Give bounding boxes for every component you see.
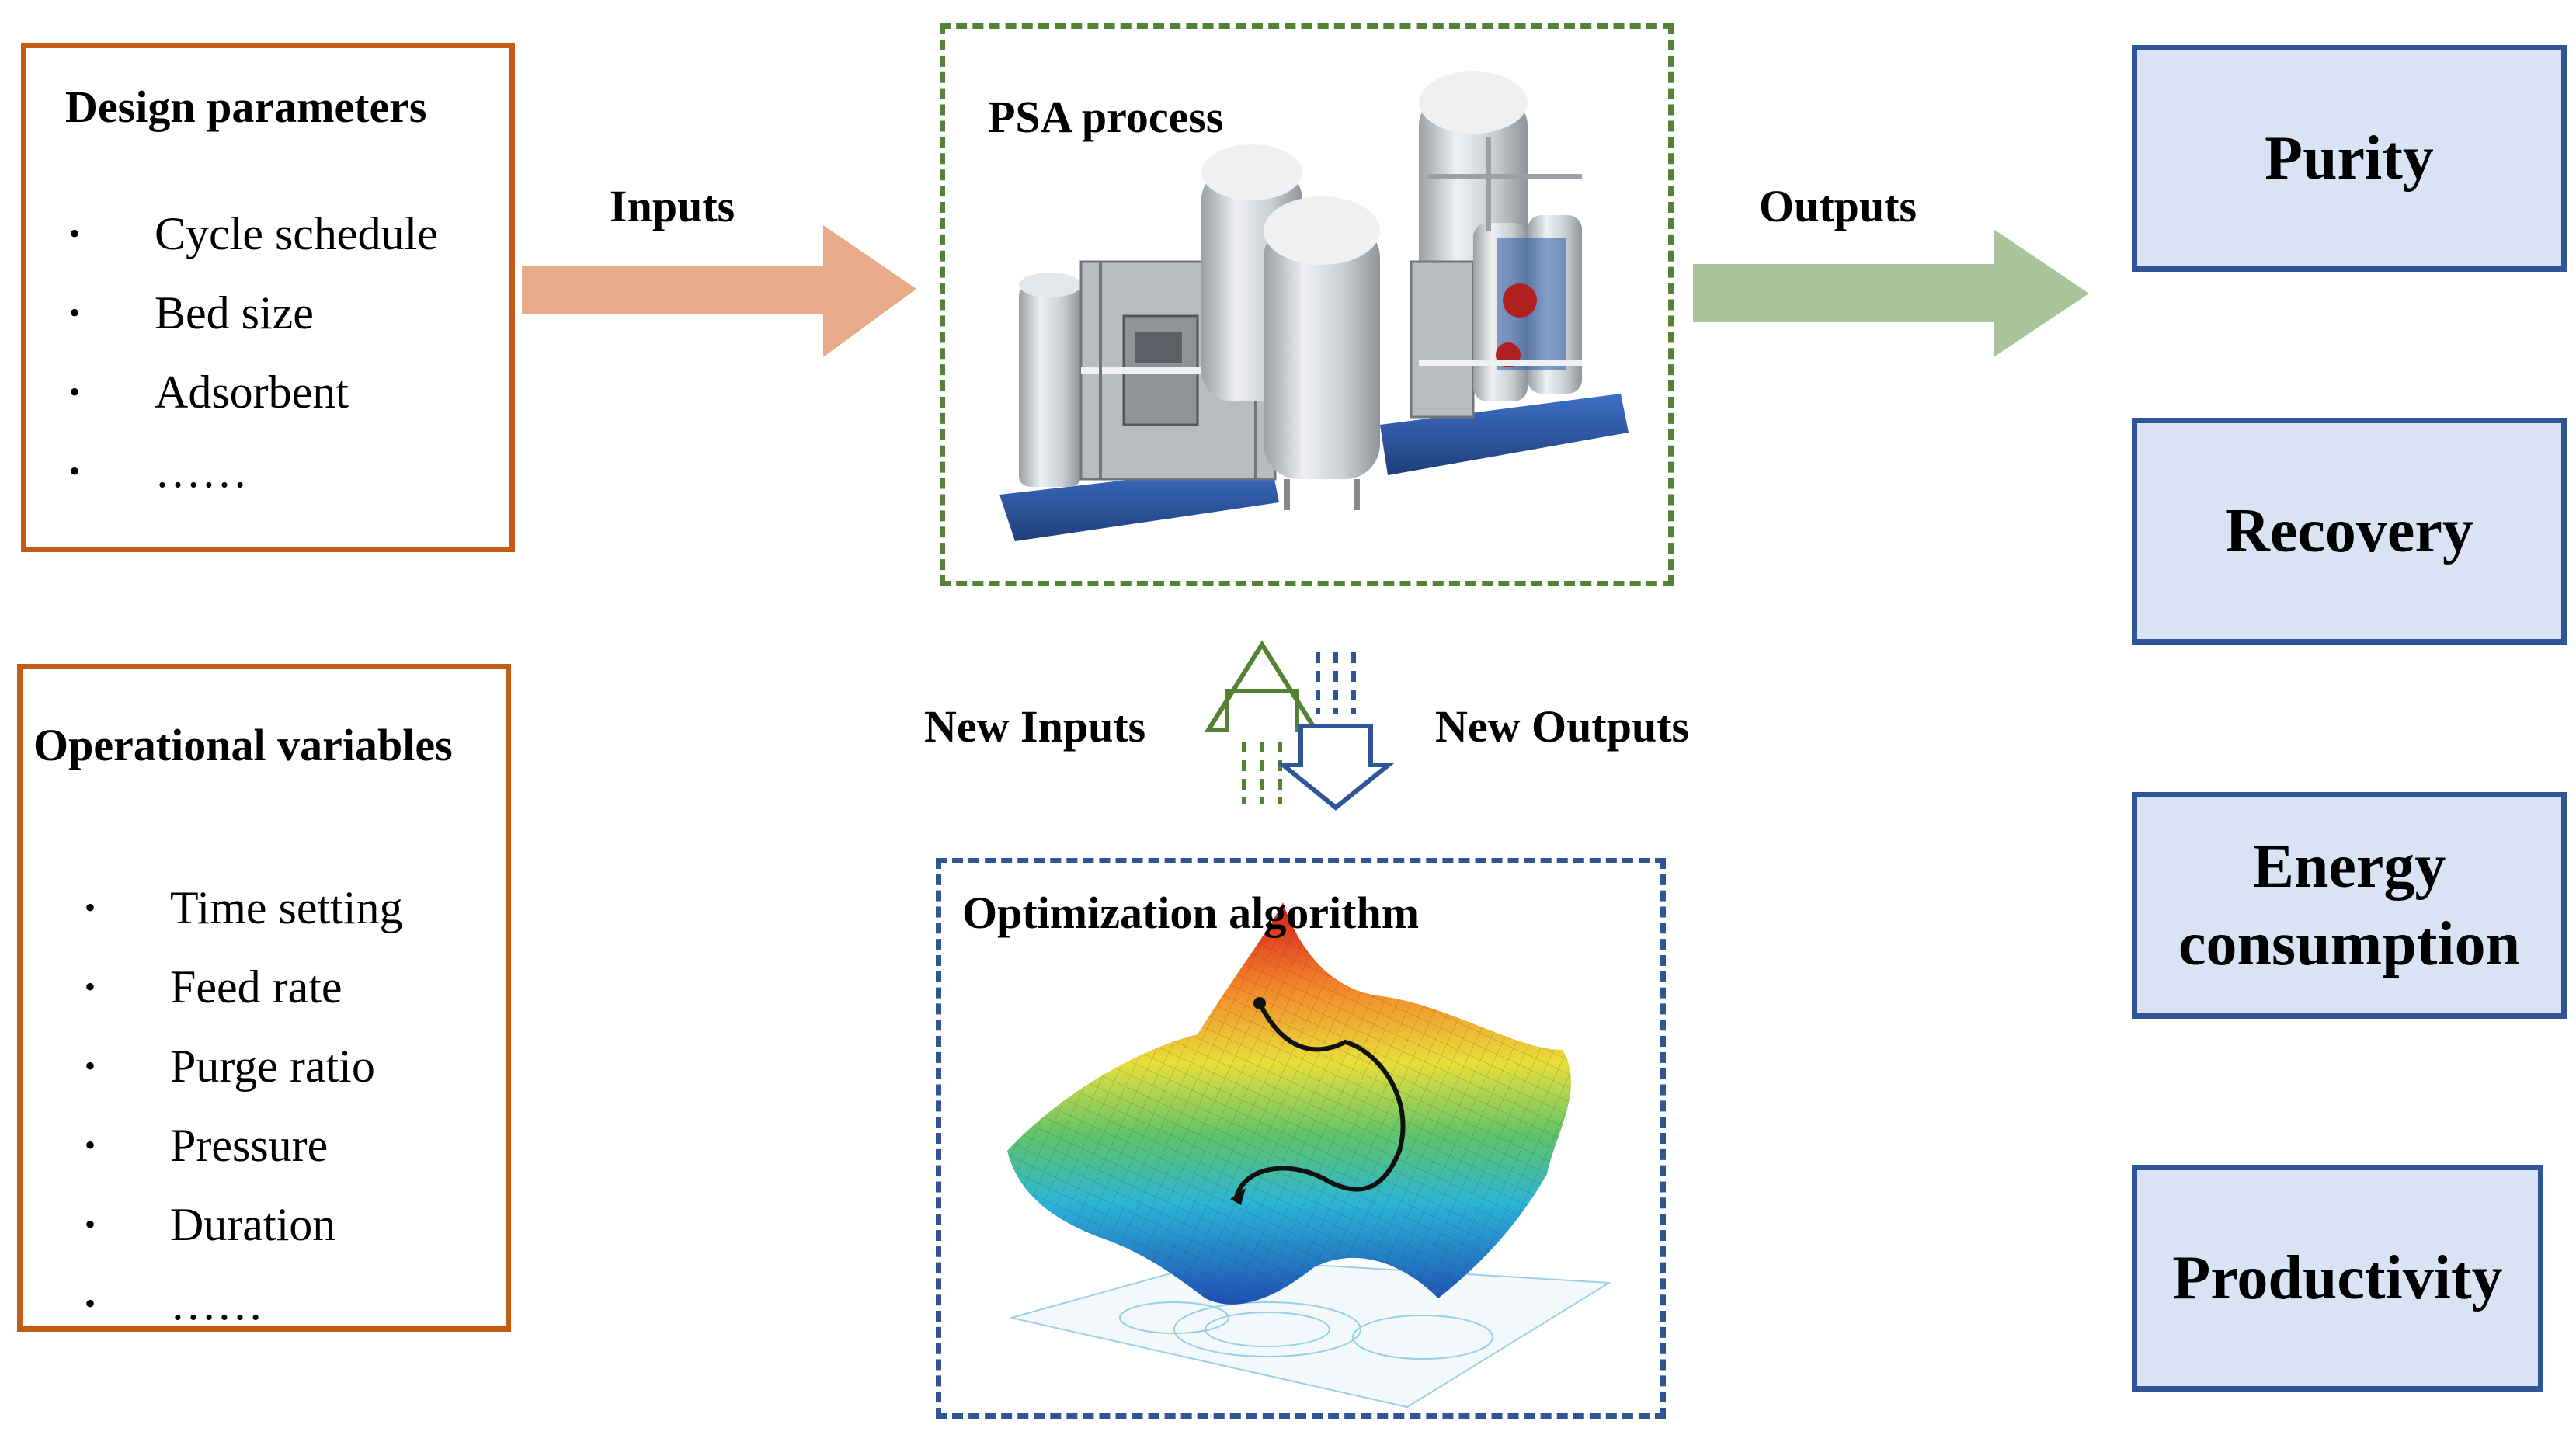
bullet-icon: •	[69, 374, 81, 409]
output-energy-consumption: Energy consumption	[2132, 792, 2567, 1019]
contour-plane	[1010, 1258, 1612, 1409]
bullet-icon: •	[85, 1128, 96, 1162]
output-productivity: Productivity	[2132, 1165, 2543, 1392]
operational-variables-title: Operational variables	[33, 720, 453, 770]
output-purity: Purity	[2132, 45, 2567, 272]
bullet-icon: •	[85, 1286, 96, 1321]
optimization-path	[1234, 1002, 1406, 1198]
design-parameters-box: Design parameters •Cycle schedule •Bed s…	[21, 43, 515, 552]
new-outputs-down-arrow	[1276, 724, 1396, 811]
new-inputs-dashes	[1242, 742, 1282, 804]
new-outputs-dashes	[1316, 652, 1356, 714]
bullet-icon: •	[85, 1207, 96, 1242]
output-recovery: Recovery	[2132, 418, 2567, 645]
inputs-label: Inputs	[610, 181, 735, 231]
path-end-arrowhead	[1230, 1188, 1246, 1205]
bullet-icon: •	[85, 969, 96, 1004]
bullet-icon: •	[85, 890, 96, 925]
path-start-point	[1253, 997, 1266, 1009]
outputs-arrow	[1693, 229, 2089, 357]
optimization-box: Optimization algorithm	[936, 858, 1666, 1419]
psa-machinery-icon	[999, 71, 1629, 541]
bullet-icon: •	[69, 216, 81, 251]
operational-variables-box: Operational variables •Time setting •Fee…	[17, 664, 511, 1332]
optimization-surface-icon	[1007, 902, 1612, 1409]
bullet-icon: •	[69, 453, 81, 488]
bullet-icon: •	[69, 295, 81, 330]
inputs-arrow	[522, 225, 916, 357]
outputs-label: Outputs	[1759, 181, 1917, 231]
psa-process-title: PSA process	[988, 92, 1224, 142]
new-inputs-label: New Inputs	[924, 701, 1146, 752]
new-inputs-up-arrow	[1204, 640, 1320, 732]
optimization-title: Optimization algorithm	[962, 888, 1420, 938]
new-outputs-label: New Outputs	[1435, 701, 1690, 752]
bullet-icon: •	[85, 1048, 96, 1083]
psa-process-box: PSA process	[940, 23, 1674, 586]
design-parameters-title: Design parameters	[65, 82, 427, 132]
